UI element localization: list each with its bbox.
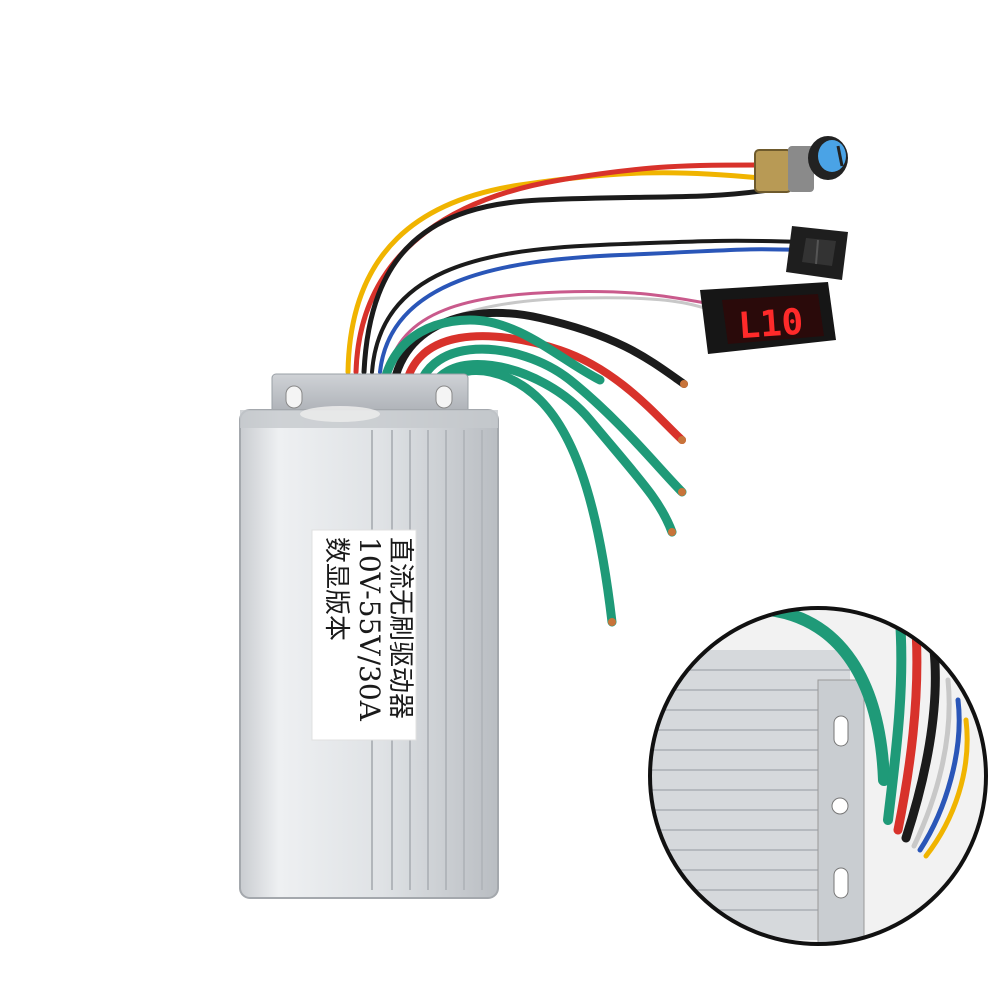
label-line-3: 数显版本: [321, 537, 351, 641]
signal-wires: [345, 162, 802, 375]
product-label: 直流无刷驱动器 10V-55V/30A 数显版本: [311, 529, 417, 741]
zoom-inset-icon: [648, 606, 988, 946]
rocker-switch-icon: [786, 226, 848, 280]
digital-display-icon: L10: [700, 282, 836, 354]
label-line-2: 10V-55V/30A: [353, 537, 386, 722]
label-line-1: 直流无刷驱动器: [385, 537, 415, 719]
potentiometer-icon: [754, 136, 848, 193]
display-reading: L10: [737, 302, 805, 347]
